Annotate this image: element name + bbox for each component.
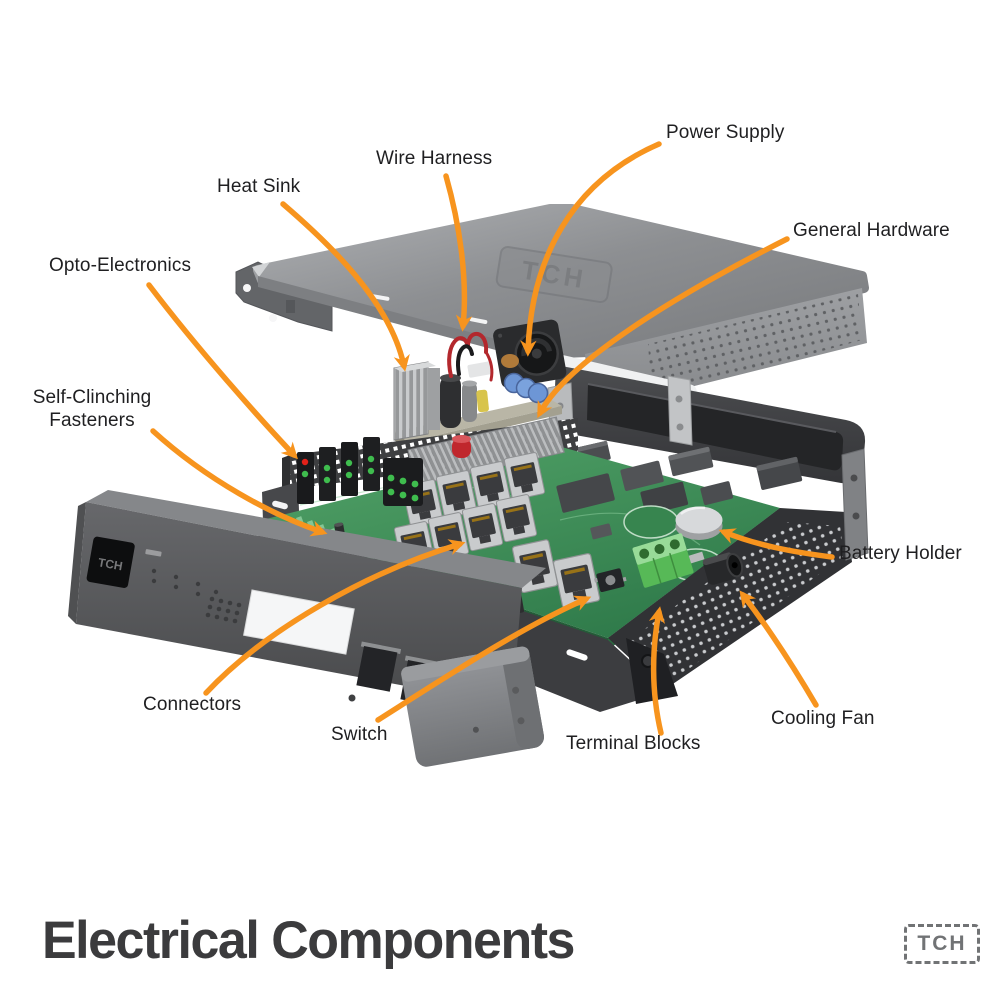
callout-arrow-heat-sink <box>280 201 410 372</box>
rear-bracket-right <box>841 448 869 561</box>
callout-arrow-switch <box>375 595 592 723</box>
red-led <box>301 458 309 466</box>
psu-capacitors <box>440 354 519 428</box>
rear-panel <box>547 365 866 484</box>
silkscreen-ring <box>623 505 679 539</box>
bezel-indicators <box>151 568 219 597</box>
callout-arrow-fasteners <box>150 428 328 537</box>
label-wire-harness: Wire Harness <box>376 148 493 169</box>
cooling-fan-part <box>702 552 744 585</box>
callout-arrow-general-hardware <box>537 236 790 419</box>
label-general-hardware: General Hardware <box>793 220 950 241</box>
callout-arrow-battery-holder <box>718 528 835 560</box>
callout-arrow-connectors <box>203 539 466 696</box>
top-cover: TCH <box>252 204 869 444</box>
callout-arrow-opto-electronics <box>146 282 298 460</box>
opto-connectors <box>297 437 423 506</box>
green-leds <box>387 474 419 502</box>
label-self-clinching-fasteners: Self-Clinching Fasteners <box>32 387 152 432</box>
psu-blue-capacitors <box>503 372 549 404</box>
callout-arrow-terminal-blocks <box>648 606 666 736</box>
label-power-supply: Power Supply <box>666 122 785 143</box>
battery <box>675 506 723 540</box>
pcb-red-capacitor <box>452 435 471 458</box>
lid-embossed-logo: TCH <box>495 246 613 304</box>
label-battery-holder: Battery Holder <box>839 543 962 564</box>
callout-arrow-cooling-fan <box>739 590 819 708</box>
callout-arrows <box>146 141 835 736</box>
label-heat-sink: Heat Sink <box>217 176 301 197</box>
label-opto-electronics: Opto-Electronics <box>49 255 192 276</box>
label-cooling-fan: Cooling Fan <box>771 708 875 729</box>
label-switch: Switch <box>331 724 388 745</box>
svg-text:TCH: TCH <box>97 555 124 573</box>
bezel-window-1 <box>356 641 402 692</box>
psu-board <box>394 398 562 442</box>
wire-harness-part <box>447 332 494 382</box>
callout-arrow-power-supply <box>520 141 662 357</box>
bezel-vent-dots <box>205 596 242 624</box>
tch-brand-logo: TCH <box>904 924 980 964</box>
heat-sink-part <box>393 361 440 441</box>
rear-bracket-mid <box>667 375 693 446</box>
bezel-badge: TCH <box>86 536 135 588</box>
label-connectors: Connectors <box>143 694 242 715</box>
terminal-block-part <box>632 533 705 588</box>
lid-corner-highlight <box>252 262 270 277</box>
page-title: Electrical Components <box>42 911 575 970</box>
callout-arrow-wire-harness <box>443 173 473 332</box>
tactile-switch-part <box>594 568 627 593</box>
label-terminal-blocks: Terminal Blocks <box>566 733 701 754</box>
